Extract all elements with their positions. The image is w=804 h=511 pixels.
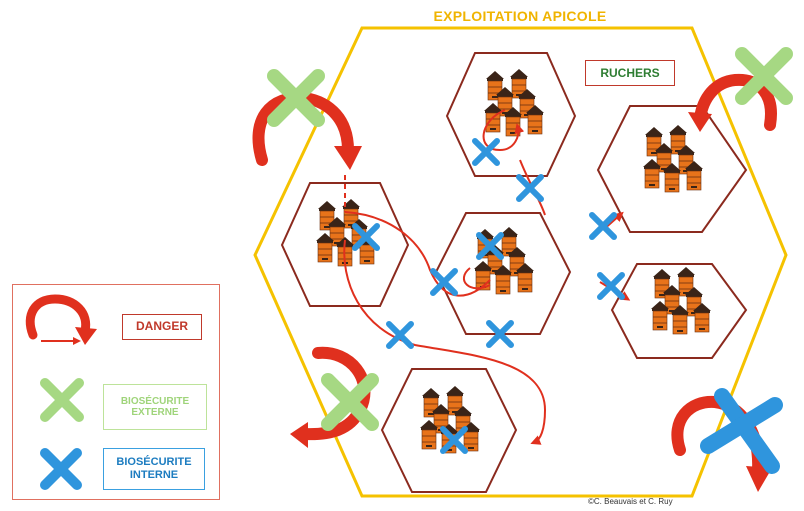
rucher-right-top <box>596 105 748 233</box>
blue-cross-icon <box>40 448 82 490</box>
legend-biosecurite-externe-label: BIOSÉCURITE EXTERNE <box>103 384 207 430</box>
green-cross-icon <box>40 378 84 422</box>
ruchers-label: RUCHERS <box>600 66 660 80</box>
exploitation-boundary <box>253 26 788 498</box>
rucher-top <box>445 52 577 177</box>
diagram-title: EXPLOITATION APICOLE <box>433 8 607 24</box>
biosecurite-interne-big-cross <box>700 388 783 474</box>
blue-cross-icon <box>592 215 614 237</box>
credit-text: ©C. Beauvais et C. Ruy <box>588 497 673 506</box>
curved-arrow-icon <box>25 294 97 345</box>
legend-icons <box>25 294 97 490</box>
legend: DANGER BIOSÉCURITE EXTERNE BIOSÉCURITE I… <box>12 284 220 500</box>
rucher-right-bottom <box>610 263 748 359</box>
rucher-bottom <box>380 368 518 493</box>
ruchers-label-box: RUCHERS <box>585 60 675 86</box>
legend-biosecurite-interne-label: BIOSÉCURITE INTERNE <box>103 448 205 490</box>
blue-cross-icon <box>600 275 622 297</box>
legend-danger-label: DANGER <box>122 314 202 340</box>
